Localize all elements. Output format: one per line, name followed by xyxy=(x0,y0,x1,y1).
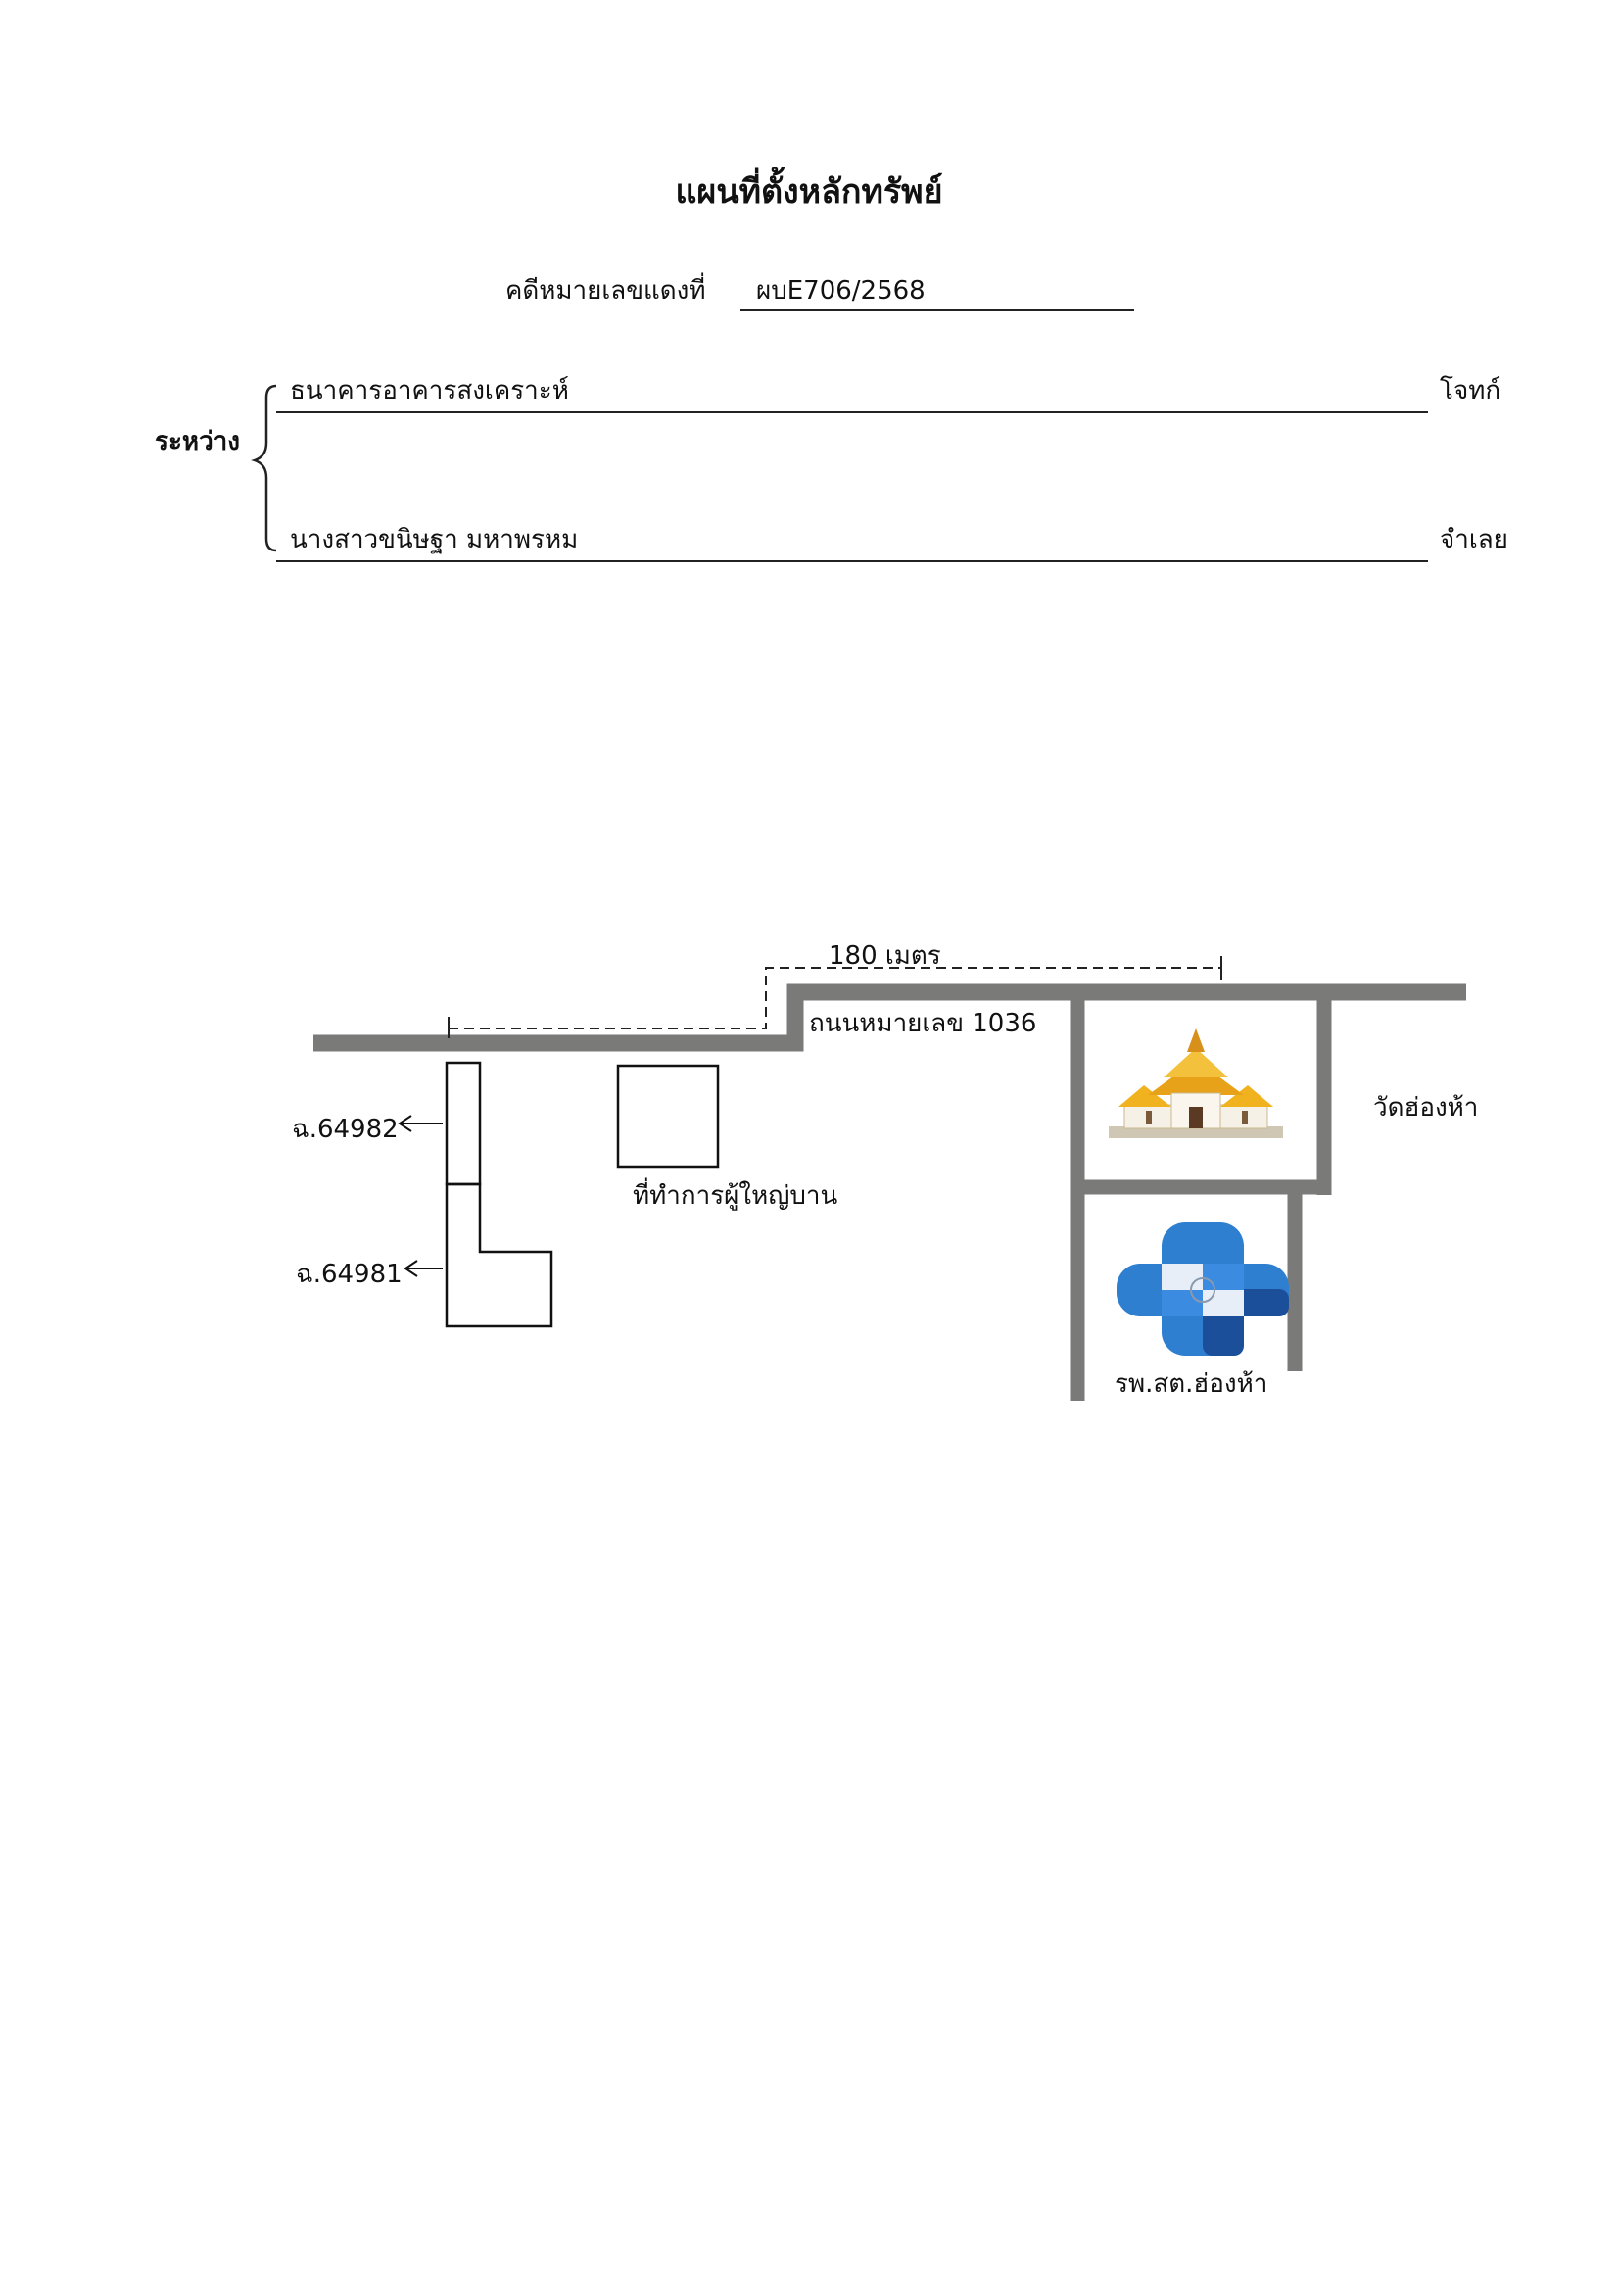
health-cross-icon xyxy=(1117,1222,1289,1356)
case-number: ผบE706/2568 xyxy=(756,276,926,306)
distance-label: 180 เมตร xyxy=(829,941,941,971)
defendant-role: จำเลย xyxy=(1440,525,1508,554)
road-label: ถนนหมายเลข 1036 xyxy=(809,1009,1037,1038)
case-number-label: คดีหมายเลขแดงที่ xyxy=(505,276,706,306)
parcel-upper-label: ฉ.64982 xyxy=(292,1115,399,1144)
health-center-label: รพ.สต.ฮ่องห้า xyxy=(1115,1369,1268,1399)
headman-office-shape xyxy=(616,1064,720,1169)
temple-label: วัดฮ่องห้า xyxy=(1373,1093,1479,1123)
temple-icon xyxy=(1109,1028,1283,1138)
parcel-lower-shape xyxy=(445,1182,553,1328)
page-title: แผนที่ตั้งหลักทรัพย์ xyxy=(675,172,943,212)
between-label: ระหว่าง xyxy=(155,427,240,456)
headman-office-label: ที่ทำการผู้ใหญ่บาน xyxy=(633,1181,838,1211)
defendant-underline xyxy=(276,560,1428,562)
defendant-name: นางสาวขนิษฐา มหาพรหม xyxy=(290,525,579,554)
arrow-icon xyxy=(398,1115,443,1132)
parcel-lower-label: ฉ.64981 xyxy=(296,1260,403,1289)
parcel-upper-shape xyxy=(445,1061,482,1186)
plaintiff-underline xyxy=(276,411,1428,413)
arrow-icon xyxy=(404,1260,443,1277)
plaintiff-role: โจทก์ xyxy=(1440,376,1501,406)
plaintiff-name: ธนาคารอาคารสงเคราะห์ xyxy=(290,376,569,406)
case-number-underline xyxy=(740,309,1134,311)
